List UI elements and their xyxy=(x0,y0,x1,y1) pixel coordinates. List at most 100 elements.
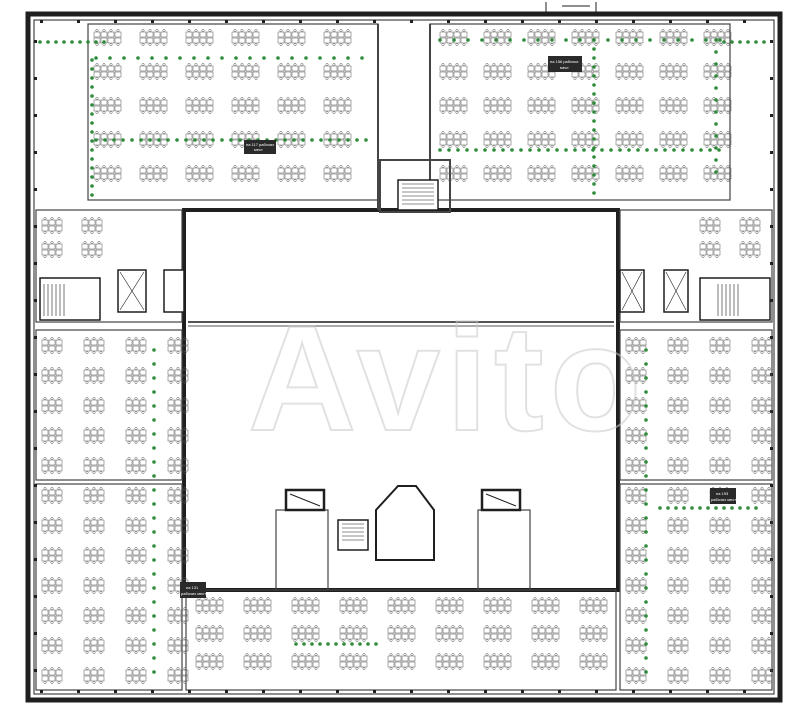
desk xyxy=(578,99,586,106)
desk xyxy=(401,605,409,612)
desk xyxy=(442,605,450,612)
desk xyxy=(538,605,546,612)
desk xyxy=(41,243,49,250)
chair xyxy=(485,111,489,114)
desk xyxy=(90,525,98,532)
desk xyxy=(291,167,299,174)
chair xyxy=(346,111,350,114)
desk xyxy=(681,615,689,622)
chair xyxy=(634,381,638,384)
desk xyxy=(552,661,560,668)
chair xyxy=(57,381,61,384)
planter xyxy=(90,130,94,134)
chair xyxy=(169,457,173,460)
chair xyxy=(187,165,191,168)
desk xyxy=(250,655,258,662)
chair xyxy=(85,577,89,580)
chair xyxy=(712,165,716,168)
chair xyxy=(753,471,757,474)
desk xyxy=(231,139,239,146)
desk xyxy=(216,633,224,640)
desk xyxy=(139,37,147,44)
chair xyxy=(451,653,455,656)
chair xyxy=(325,63,329,66)
desk xyxy=(442,655,450,662)
planter xyxy=(730,506,734,510)
chair xyxy=(638,145,642,148)
planter xyxy=(152,572,156,576)
desk xyxy=(439,31,447,38)
desk xyxy=(199,71,207,78)
desk xyxy=(298,99,306,106)
column xyxy=(770,632,773,635)
chair xyxy=(204,667,208,670)
chair xyxy=(169,471,173,474)
desk xyxy=(252,167,260,174)
chair xyxy=(683,487,687,490)
desk xyxy=(765,465,773,472)
planter xyxy=(634,38,638,42)
chair xyxy=(99,411,103,414)
desk xyxy=(625,549,633,556)
chair xyxy=(554,611,558,614)
desk xyxy=(243,627,251,634)
chair xyxy=(254,77,258,80)
chair xyxy=(169,367,173,370)
desk xyxy=(552,605,560,612)
chair xyxy=(362,639,366,642)
chair xyxy=(641,531,645,534)
desk xyxy=(674,555,682,562)
planter xyxy=(332,56,336,60)
chair xyxy=(176,531,180,534)
chair xyxy=(669,501,673,504)
desk xyxy=(160,173,168,180)
desk xyxy=(751,669,759,676)
chair xyxy=(176,411,180,414)
chair xyxy=(141,337,145,340)
chair xyxy=(116,131,120,134)
chair xyxy=(767,561,771,564)
chair xyxy=(141,97,145,100)
desk xyxy=(709,639,717,646)
chair xyxy=(176,351,180,354)
desk xyxy=(139,585,147,592)
column xyxy=(632,20,635,23)
chair xyxy=(683,651,687,654)
chair xyxy=(529,165,533,168)
chair xyxy=(99,367,103,370)
desk xyxy=(667,465,675,472)
desk xyxy=(146,65,154,72)
chair xyxy=(50,501,54,504)
planter xyxy=(262,56,266,60)
chair xyxy=(169,591,173,594)
chair xyxy=(116,77,120,80)
chair xyxy=(580,43,584,46)
chair xyxy=(755,255,759,258)
chair xyxy=(638,97,642,100)
chair xyxy=(194,131,198,134)
chair xyxy=(116,43,120,46)
desk xyxy=(97,429,105,436)
planter xyxy=(139,138,143,142)
chair xyxy=(85,591,89,594)
desk xyxy=(88,243,96,250)
desk xyxy=(181,435,189,442)
desk xyxy=(639,615,647,622)
desk xyxy=(666,71,674,78)
planter xyxy=(292,138,296,142)
desk xyxy=(639,369,647,376)
desk xyxy=(160,71,168,78)
desk xyxy=(548,133,556,140)
desk xyxy=(97,675,105,682)
chair xyxy=(201,165,205,168)
chair xyxy=(550,77,554,80)
column xyxy=(770,188,773,191)
desk xyxy=(632,609,640,616)
chair xyxy=(141,637,145,640)
chair xyxy=(314,611,318,614)
chair xyxy=(141,591,145,594)
desk xyxy=(758,669,766,676)
chair xyxy=(581,653,585,656)
column xyxy=(706,20,709,23)
chair xyxy=(753,561,757,564)
